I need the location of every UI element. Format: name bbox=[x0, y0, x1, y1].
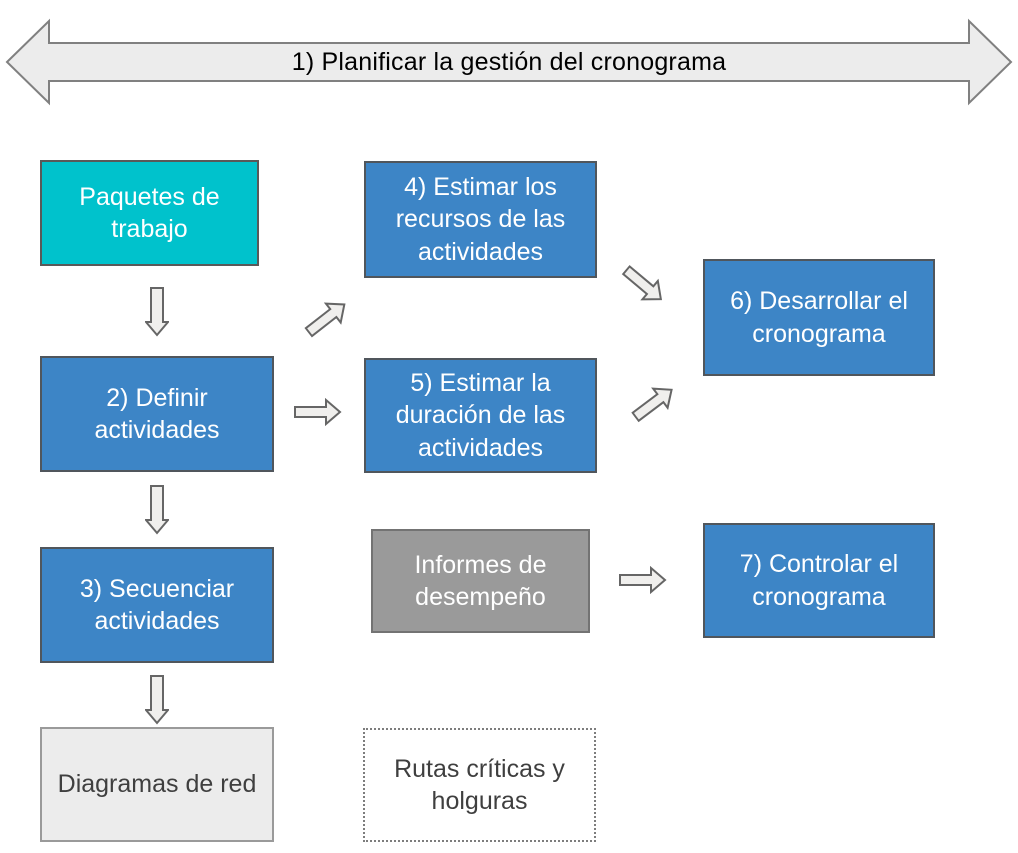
box-definir-actividades: 2) Definir actividades bbox=[40, 356, 274, 472]
banner-label: 1) Planificar la gestión del cronograma bbox=[291, 47, 727, 76]
arrow-up-right-icon bbox=[631, 387, 673, 423]
box-rutas-criticas: Rutas críticas y holguras bbox=[363, 728, 596, 842]
box-diagramas-de-red: Diagramas de red bbox=[40, 727, 274, 842]
arrow-down-icon bbox=[145, 287, 169, 337]
arrow-down-right-icon bbox=[621, 264, 663, 301]
arrow-down-icon bbox=[145, 485, 169, 535]
box-desarrollar-cronograma: 6) Desarrollar el cronograma bbox=[703, 259, 935, 376]
box-informes-desempeno: Informes de desempeño bbox=[371, 529, 590, 633]
box-estimar-duracion: 5) Estimar la duración de las actividade… bbox=[364, 358, 597, 473]
box-secuenciar-actividades: 3) Secuenciar actividades bbox=[40, 547, 274, 663]
arrow-right-icon bbox=[619, 566, 667, 594]
box-paquetes-de-trabajo: Paquetes de trabajo bbox=[40, 160, 259, 266]
box-estimar-recursos: 4) Estimar los recursos de las actividad… bbox=[364, 161, 597, 278]
arrow-up-right-icon bbox=[304, 302, 346, 338]
arrow-right-icon bbox=[294, 398, 342, 426]
banner-planificar: 1) Planificar la gestión del cronograma bbox=[4, 17, 1014, 107]
double-headed-arrow-icon bbox=[5, 18, 1013, 106]
arrow-down-icon bbox=[145, 675, 169, 725]
box-controlar-cronograma: 7) Controlar el cronograma bbox=[703, 523, 935, 638]
